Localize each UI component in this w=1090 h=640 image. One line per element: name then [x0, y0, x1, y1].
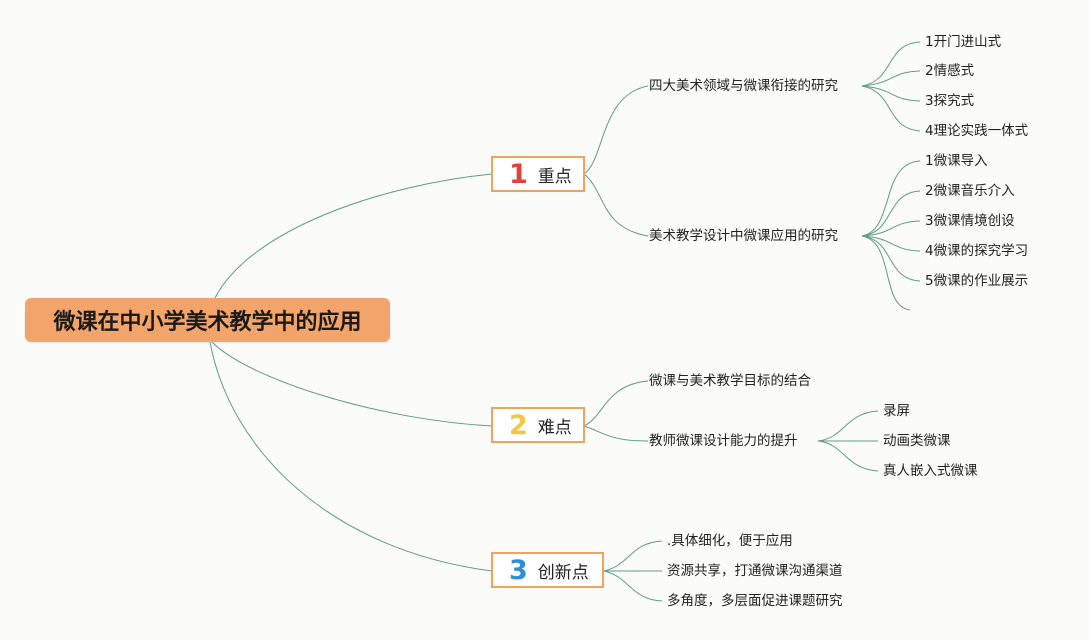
- leaf-item[interactable]: 5微课的作业展示: [925, 273, 1029, 289]
- subtopic[interactable]: 美术教学设计中微课应用的研究: [649, 228, 838, 244]
- root-topic-label: 微课在中小学美术教学中的应用: [53, 310, 362, 335]
- leaf-item[interactable]: 录屏: [883, 403, 910, 419]
- branch-number: 2: [509, 409, 528, 441]
- branch-difficulties[interactable]: 2 难点: [491, 407, 585, 443]
- leaf-item[interactable]: 动画类微课: [883, 433, 951, 449]
- subtopic[interactable]: 多角度，多层面促进课题研究: [667, 593, 843, 609]
- leaf-item[interactable]: 2情感式: [925, 63, 975, 79]
- subtopic[interactable]: 教师微课设计能力的提升: [649, 433, 798, 449]
- branch-key-points[interactable]: 1 重点: [491, 156, 585, 192]
- subtopic[interactable]: 四大美术领域与微课衔接的研究: [649, 78, 838, 94]
- branch-label: 难点: [537, 417, 572, 438]
- branch-innovations[interactable]: 3 创新点: [491, 552, 604, 588]
- branch-number: 1: [509, 158, 528, 190]
- branch-label: 创新点: [537, 562, 589, 583]
- root-topic[interactable]: 微课在中小学美术教学中的应用: [25, 298, 390, 342]
- leaf-item[interactable]: 3微课情境创设: [925, 213, 1015, 229]
- leaf-item[interactable]: 4理论实践一体式: [925, 123, 1029, 139]
- subtopic[interactable]: 资源共享，打通微课沟通渠道: [667, 563, 843, 579]
- branch-label: 重点: [537, 166, 572, 187]
- leaf-item[interactable]: 2微课音乐介入: [925, 183, 1015, 199]
- leaf-item[interactable]: 3探究式: [925, 93, 975, 109]
- leaf-item[interactable]: 1开门进山式: [925, 34, 1002, 50]
- leaf-item[interactable]: 真人嵌入式微课: [883, 463, 978, 479]
- leaf-item[interactable]: 4微课的探究学习: [925, 243, 1029, 259]
- subtopic[interactable]: .具体细化，便于应用: [667, 533, 793, 549]
- branch-number: 3: [509, 554, 528, 586]
- subtopic[interactable]: 微课与美术教学目标的结合: [649, 373, 811, 389]
- leaf-item[interactable]: 1微课导入: [925, 153, 988, 169]
